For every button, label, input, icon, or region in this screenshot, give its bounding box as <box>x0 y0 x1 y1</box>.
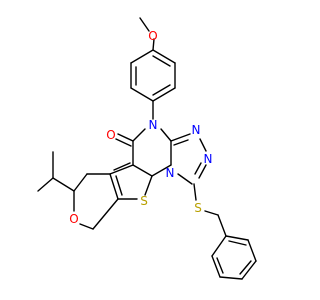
bond <box>144 175 153 196</box>
bond <box>92 198 119 230</box>
bond <box>173 139 189 146</box>
bond <box>52 177 75 192</box>
bond <box>198 164 207 179</box>
bond <box>152 55 171 67</box>
bond <box>194 162 202 175</box>
atom-label-sulfur-thioether: S <box>194 201 202 215</box>
atom-label-oxygen-methoxy: O <box>148 29 157 43</box>
bond <box>239 260 252 275</box>
bond <box>130 87 154 102</box>
bond <box>160 128 172 142</box>
bond <box>219 276 243 280</box>
bond <box>139 17 150 32</box>
bond <box>109 164 134 175</box>
bond <box>211 255 221 278</box>
bond <box>199 138 207 152</box>
bond <box>113 162 131 171</box>
bond <box>217 214 227 237</box>
bond <box>151 164 172 177</box>
bond <box>117 133 134 142</box>
bond <box>152 87 176 102</box>
bond <box>216 257 224 274</box>
molecule-structure: O N O N N S N S O <box>37 17 257 280</box>
bond <box>37 177 54 192</box>
bond <box>177 173 193 185</box>
bond <box>109 173 119 200</box>
atom-label-nitrogen-triazole-lower: N <box>204 152 213 166</box>
bond <box>225 235 249 241</box>
atom-label-oxygen-carbonyl: O <box>106 128 115 142</box>
atom-label-nitrogen-triazole-upper: N <box>192 123 201 137</box>
bond <box>152 49 176 64</box>
bond <box>132 128 146 142</box>
bond <box>193 183 197 201</box>
atom-label-sulfur-thiophene: S <box>140 194 148 208</box>
bond <box>211 235 227 257</box>
atom-label-layer: O N O N N S N S O <box>69 29 212 226</box>
bond <box>152 38 155 51</box>
bond <box>228 240 247 246</box>
atom-label-nitrogen-ring: N <box>149 118 158 132</box>
atom-label-oxygen-pyran: O <box>69 212 78 226</box>
bond <box>130 49 154 64</box>
bond <box>241 260 257 280</box>
bond-layer <box>37 17 257 280</box>
bond <box>73 173 88 192</box>
bond <box>204 210 219 216</box>
atom-label-nitrogen-bridge: N <box>166 166 175 180</box>
bond <box>115 138 132 147</box>
bond <box>132 164 153 177</box>
bond <box>115 175 123 196</box>
bond <box>247 239 257 262</box>
bond <box>79 223 94 230</box>
bond <box>170 133 191 142</box>
structure-canvas: O N O N N S N S O <box>37 17 257 280</box>
bond <box>152 84 171 96</box>
